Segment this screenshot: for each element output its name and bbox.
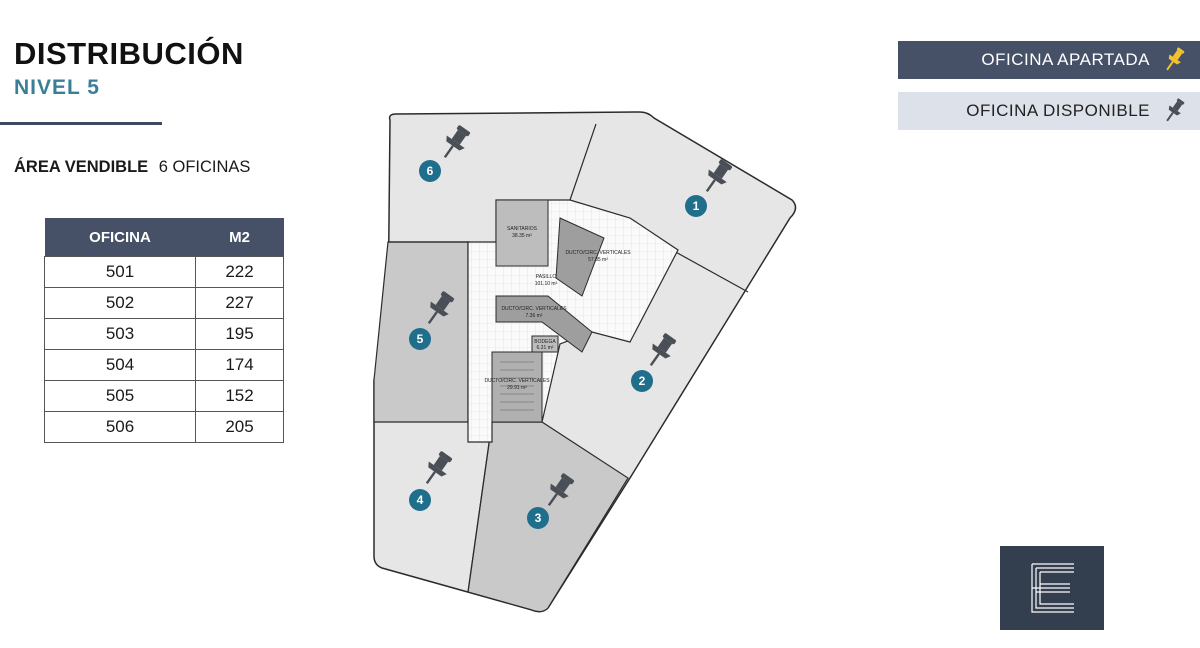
office-badge-1[interactable]: 1 <box>685 195 707 217</box>
office-divider <box>467 421 493 593</box>
label-duct-1-area: 57.85 m² <box>588 257 608 263</box>
table-row: 502 227 <box>44 287 284 319</box>
office-badge-2[interactable]: 2 <box>631 370 653 392</box>
legend-available-office: OFICINA DISPONIBLE <box>898 92 1200 130</box>
table-row: 506 205 <box>44 411 284 443</box>
legend-reserved-office: OFICINA APARTADA <box>898 41 1200 79</box>
m2-cell: 174 <box>195 349 284 381</box>
m2-cell: 195 <box>195 318 284 350</box>
label-duct-3-area: 29.91 m² <box>507 385 527 391</box>
legend-reserved-label: OFICINA APARTADA <box>981 50 1150 69</box>
table-row: 501 222 <box>44 256 284 288</box>
sellable-area-label: ÁREA VENDIBLE <box>14 158 149 176</box>
title-divider <box>0 122 162 125</box>
label-duct-2-area: 7.36 m² <box>526 313 543 319</box>
column-header-m2: M2 <box>195 218 284 257</box>
office-cell: 506 <box>44 411 196 443</box>
label-duct-3: DUCTO/CIRC. VERTICALES <box>484 378 550 384</box>
page-title: DISTRIBUCIÓN <box>14 36 244 71</box>
logo-e-icon <box>1031 563 1074 613</box>
level-subtitle: NIVEL 5 <box>14 76 100 99</box>
label-restrooms: SANITARIOS <box>507 226 538 232</box>
office-cell: 504 <box>44 349 196 381</box>
office-badge-1-label: 1 <box>693 199 700 213</box>
label-restrooms-area: 38.35 m² <box>512 233 532 239</box>
office-badge-4-label: 4 <box>417 493 424 507</box>
table-row: 504 174 <box>44 349 284 381</box>
building-outline <box>373 111 797 613</box>
office-cell: 505 <box>44 380 196 412</box>
label-storage: BODEGA <box>534 339 556 345</box>
restrooms-room <box>495 199 549 267</box>
sellable-area: ÁREA VENDIBLE 6 OFICINAS <box>14 158 250 177</box>
office-badge-6-label: 6 <box>427 164 434 178</box>
legend-available-label: OFICINA DISPONIBLE <box>966 101 1150 120</box>
vertical-duct-1 <box>555 217 605 297</box>
m2-cell: 152 <box>195 380 284 412</box>
pushpin-yellow-icon <box>1166 47 1185 71</box>
table-row: 503 195 <box>44 318 284 350</box>
vertical-duct-2 <box>495 295 593 353</box>
stairs <box>500 361 534 411</box>
office-divider <box>569 123 597 201</box>
brand-logo <box>1000 546 1104 630</box>
office-badge-6[interactable]: 6 <box>419 160 441 182</box>
office-badge-5[interactable]: 5 <box>409 328 431 350</box>
floor-plan: SANITARIOS 38.35 m² DUCTO/CIRC. VERTICAL… <box>373 111 797 613</box>
table-row: 505 152 <box>44 380 284 412</box>
label-storage-area: 6.31 m² <box>537 345 554 351</box>
pushpin-gray-icon <box>1166 98 1185 122</box>
office-cell: 502 <box>44 287 196 319</box>
office-badge-5-label: 5 <box>417 332 424 346</box>
column-header-office: OFICINA <box>44 218 196 257</box>
label-duct-1: DUCTO/CIRC. VERTICALES <box>565 250 631 256</box>
label-duct-2: DUCTO/CIRC. VERTICALES <box>501 306 567 312</box>
office-table: OFICINA M2 501 222 502 227 503 195 504 1… <box>44 218 284 443</box>
office-badge-3-label: 3 <box>535 511 542 525</box>
label-corridor-area: 101.10 m² <box>535 281 558 287</box>
office-badge-2-label: 2 <box>639 374 646 388</box>
table-header-row: OFICINA M2 <box>44 218 284 257</box>
office-divider <box>671 249 749 293</box>
label-corridor: PASILLO <box>536 274 557 280</box>
m2-cell: 222 <box>195 256 284 288</box>
office-cell: 501 <box>44 256 196 288</box>
storage-room <box>531 335 559 353</box>
m2-cell: 205 <box>195 411 284 443</box>
office-badge-4[interactable]: 4 <box>409 489 431 511</box>
office-badge-3[interactable]: 3 <box>527 507 549 529</box>
sellable-area-value: 6 OFICINAS <box>158 158 251 176</box>
m2-cell: 227 <box>195 287 284 319</box>
office-cell: 503 <box>44 318 196 350</box>
